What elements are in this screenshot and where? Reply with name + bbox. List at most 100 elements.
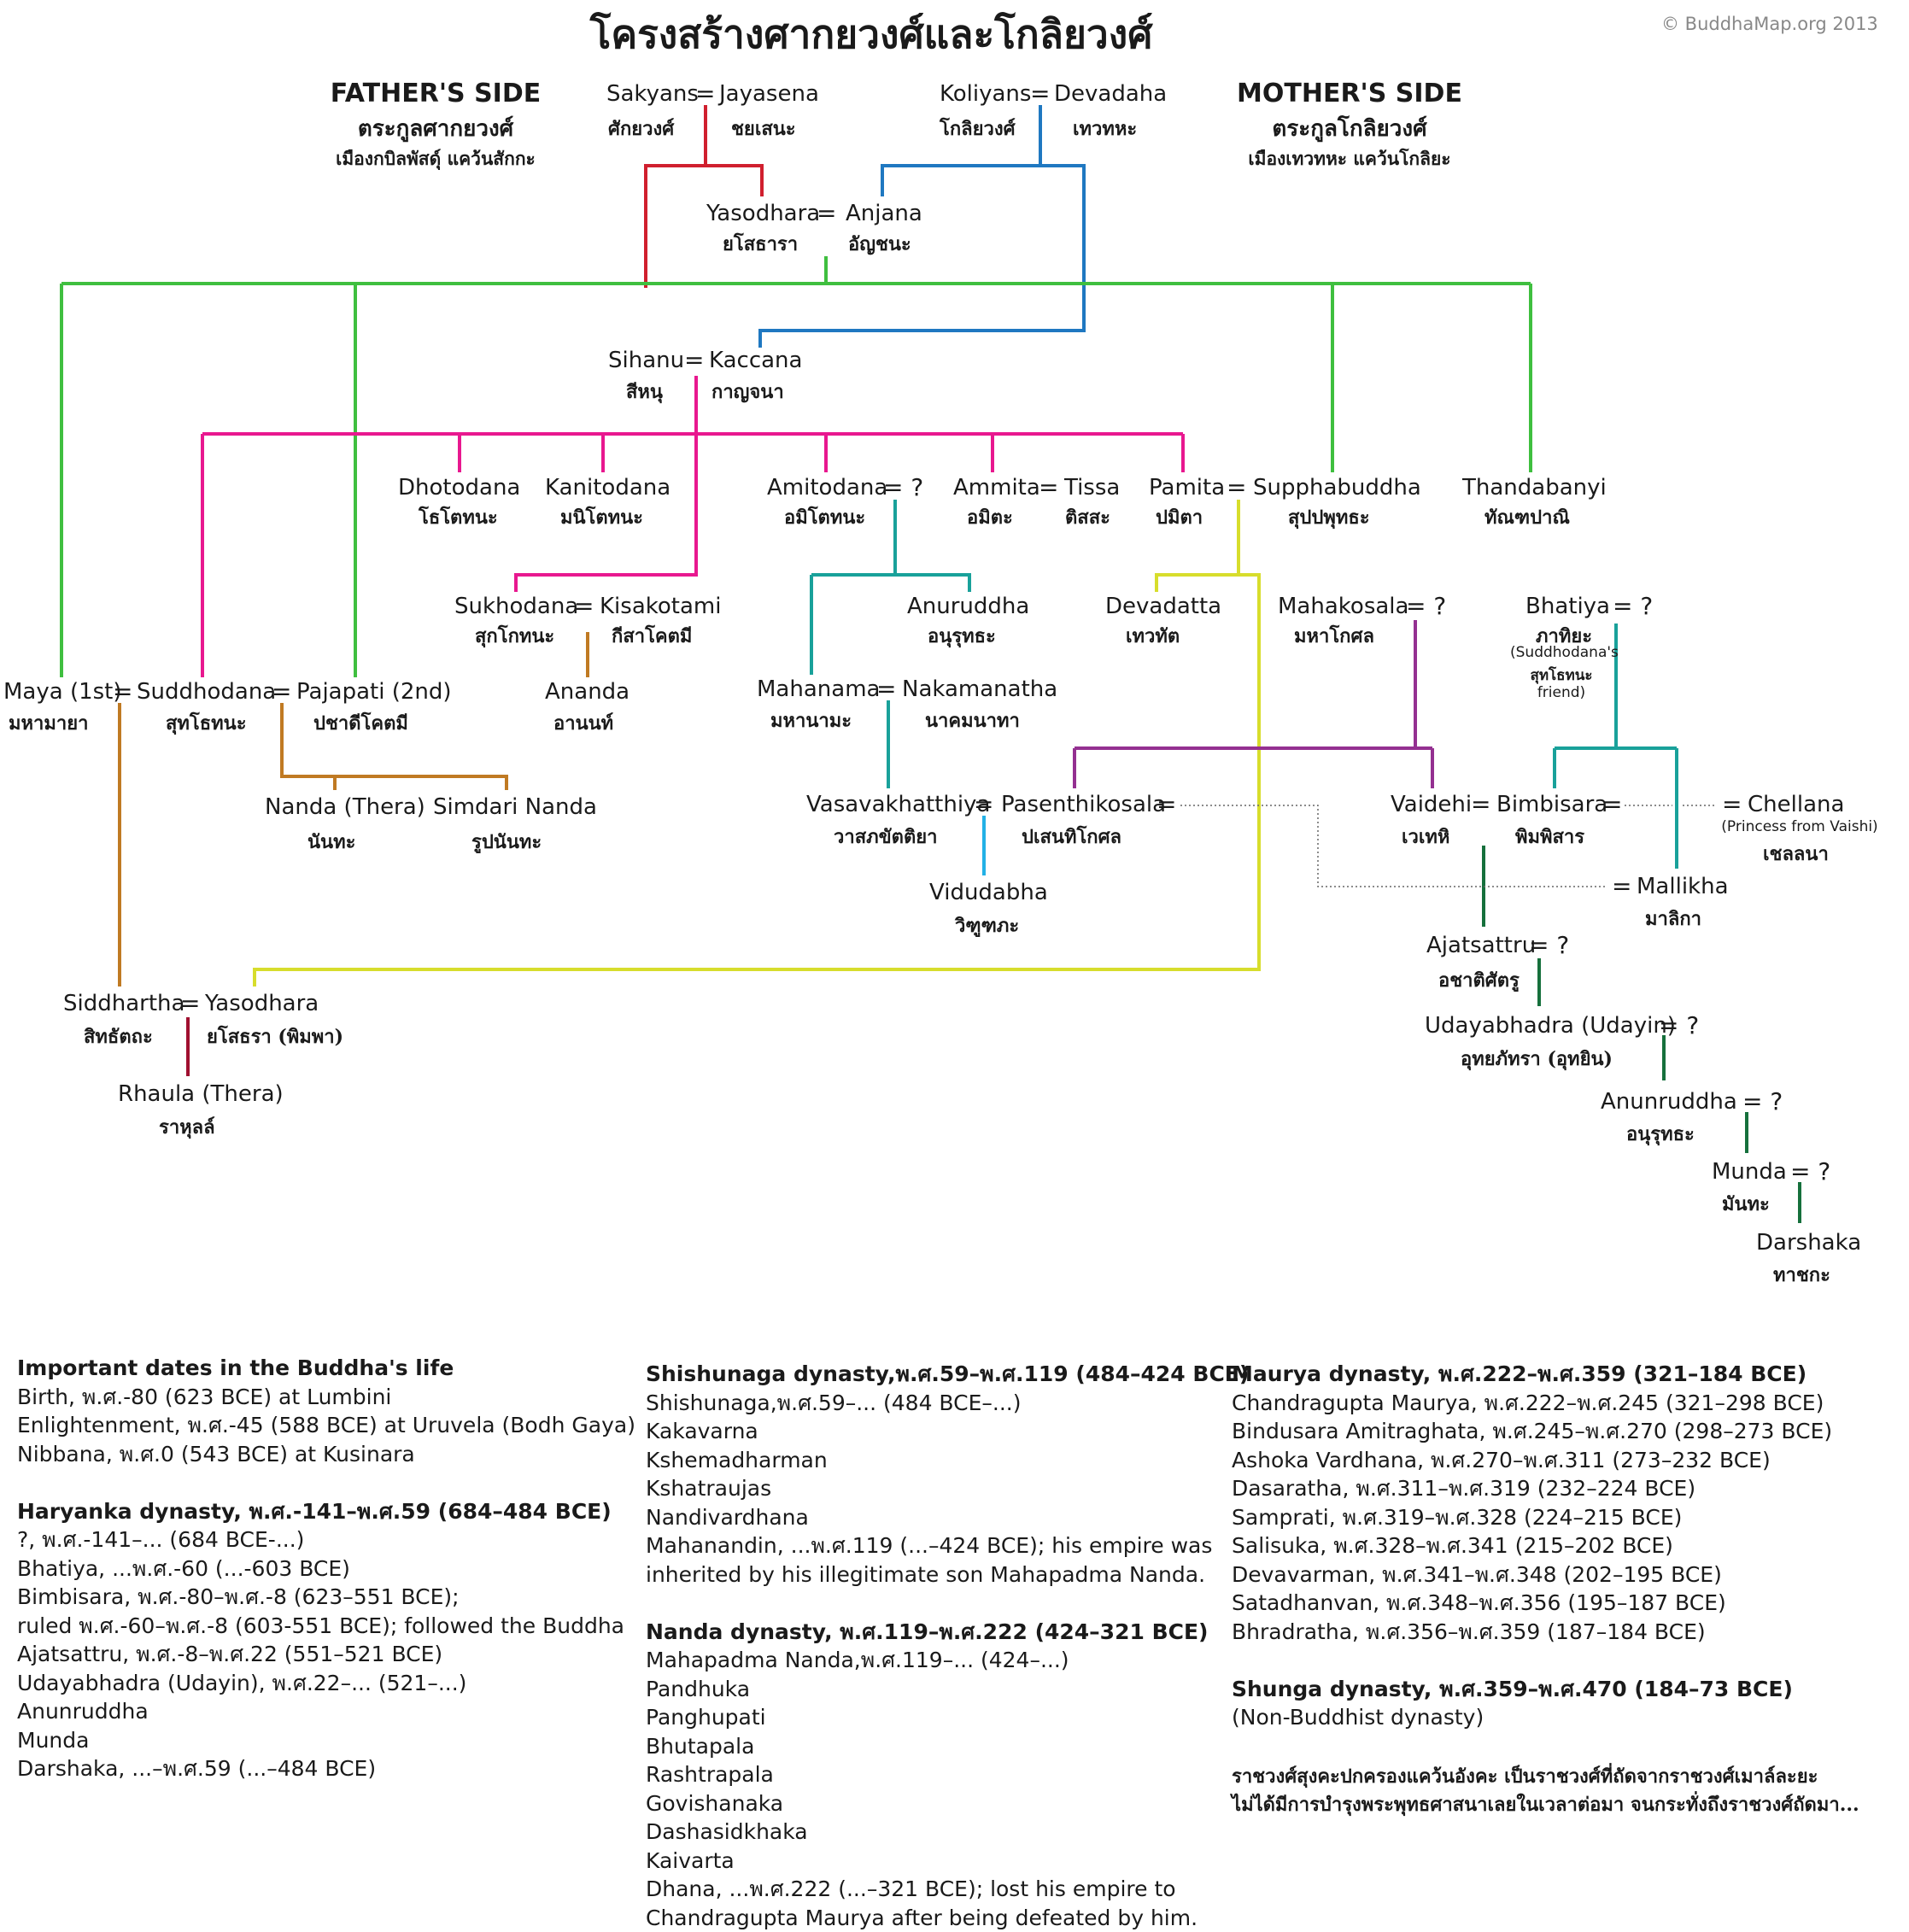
marriage-unknown: = ?	[1529, 931, 1569, 959]
person-pamita-thai: ปมิตา	[1156, 502, 1203, 532]
note-line: Kshemadharman	[646, 1446, 1249, 1475]
person-ajatsattru-thai: อชาติศัตรู	[1438, 965, 1520, 995]
person-ajatsattru: Ajatsattru	[1426, 933, 1536, 958]
note-line: Kakavarna	[646, 1417, 1249, 1446]
note-line: Nibbana, พ.ศ.0 (543 BCE) at Kusinara	[17, 1440, 635, 1469]
person-thandabanyi: Thandabanyi	[1462, 475, 1607, 501]
notes-column-2: Shishunaga dynasty,พ.ศ.59–พ.ศ.119 (484–4…	[646, 1360, 1249, 1932]
person-thandabanyi-thai: ทัณฑปาณิ	[1484, 502, 1570, 532]
person-vaidehi-thai: เวเทหิ	[1402, 822, 1449, 852]
person-udayabhadra: Udayabhadra (Udayin)	[1425, 1013, 1676, 1039]
marriage-sign: =	[1157, 790, 1176, 818]
person-udayabhadra-thai: อุทยภัทรา (อุทยิน)	[1461, 1044, 1613, 1074]
person-kisakotami: Kisakotami	[600, 594, 721, 619]
person-rhaula: Rhaula (Thera)	[118, 1081, 284, 1107]
note-line: Panghupati	[646, 1703, 1249, 1732]
person-supphabuddha: Supphabuddha	[1253, 475, 1421, 501]
note-heading: Important dates in the Buddha's life	[17, 1354, 635, 1383]
person-pasenthikosala: Pasenthikosala	[1001, 792, 1166, 817]
note-line: Enlightenment, พ.ศ.-45 (588 BCE) at Uruv…	[17, 1411, 635, 1440]
note-line: ruled พ.ศ.-60–พ.ศ.-8 (603-551 BCE); foll…	[17, 1612, 635, 1641]
person-vasavakhatthiya-thai: วาสภขัตติยา	[834, 822, 938, 852]
marriage-unknown: = ?	[1659, 1011, 1699, 1039]
note-line: Bhradratha, พ.ศ.356–พ.ศ.359 (187–184 BCE…	[1232, 1618, 1832, 1647]
person-sakyans-thai: ศักยวงศ์	[608, 114, 674, 143]
person-bimbisara-thai: พิมพิสาร	[1515, 822, 1584, 852]
person-rhaula-thai: ราหุลล์	[159, 1112, 215, 1142]
note-line: Ashoka Vardhana, พ.ศ.270–พ.ศ.311 (273–23…	[1232, 1446, 1832, 1475]
note-spacer	[17, 1468, 635, 1497]
note-line: Pandhuka	[646, 1675, 1249, 1704]
marriage-sign: =	[974, 790, 993, 818]
person-devadaha: Devadaha	[1054, 81, 1167, 107]
person-mahanama-thai: มหานามะ	[770, 705, 852, 735]
person-maya: Maya (1st)	[3, 679, 122, 705]
person-tissa: Tissa	[1064, 475, 1120, 501]
marriage-sign: =	[1612, 872, 1631, 900]
note-spacer	[1232, 1646, 1832, 1675]
person-darshaka: Darshaka	[1756, 1230, 1861, 1256]
chellana-note: (Princess from Vaishi)	[1719, 818, 1881, 835]
person-yasodhara-1-thai: ยโสธารา	[723, 229, 798, 259]
note-line: Anunruddha	[17, 1697, 635, 1726]
note-line: Chandragupta Maurya, พ.ศ.222–พ.ศ.245 (32…	[1232, 1389, 1832, 1418]
note-heading: Maurya dynasty, พ.ศ.222–พ.ศ.359 (321–184…	[1232, 1360, 1832, 1389]
person-amitodana: Amitodana	[767, 475, 887, 501]
note-line: Bhutapala	[646, 1732, 1249, 1761]
person-suddhodana: Suddhodana	[137, 679, 276, 705]
person-devadaha-thai: เทวทหะ	[1073, 114, 1137, 143]
person-maya-thai: มหามายา	[9, 708, 88, 738]
person-pasenthikosala-thai: ปเสนทิโกศล	[1022, 822, 1121, 852]
person-devadatta-thai: เทวทัต	[1126, 621, 1180, 651]
marriage-sign: =	[113, 677, 132, 705]
note-line: Govishanaka	[646, 1789, 1249, 1818]
marriage-unknown: = ?	[1742, 1087, 1783, 1115]
person-koliyans: Koliyans	[940, 81, 1031, 107]
marriage-unknown: = ?	[1406, 592, 1446, 620]
person-anunruddha: Anunruddha	[1601, 1089, 1737, 1115]
person-kaccana: Kaccana	[709, 348, 802, 373]
person-sakyans: Sakyans	[606, 81, 699, 107]
note-line: Shishunaga,พ.ศ.59–... (484 BCE–...)	[646, 1389, 1249, 1418]
person-mahanama: Mahanama	[757, 676, 880, 702]
note-line: Salisuka, พ.ศ.328–พ.ศ.341 (215–202 BCE)	[1232, 1531, 1832, 1560]
person-anuruddha: Anuruddha	[907, 594, 1029, 619]
note-line: Bhatiya, ...พ.ศ.-60 (...-603 BCE)	[17, 1554, 635, 1584]
person-kanitodana-thai: มนิโตทนะ	[560, 502, 643, 532]
note-line: Nandivardhana	[646, 1503, 1249, 1532]
note-spacer	[646, 1589, 1249, 1618]
person-anuruddha-thai: อนุรุทธะ	[928, 621, 996, 651]
person-jayasena-thai: ชยเสนะ	[731, 114, 796, 143]
bhatiya-note-1: (Suddhodana's	[1510, 644, 1613, 661]
note-line: (Non-Buddhist dynasty)	[1232, 1703, 1832, 1732]
marriage-sign: =	[1030, 79, 1050, 108]
marriage-sign: =	[684, 346, 704, 374]
note-line: Udayabhadra (Udayin), พ.ศ.22–... (521–..…	[17, 1669, 635, 1698]
person-pamita: Pamita	[1149, 475, 1225, 501]
bhatiya-note-3: friend)	[1510, 684, 1613, 701]
person-pajapati: Pajapati (2nd)	[296, 679, 452, 705]
person-kanitodana: Kanitodana	[545, 475, 670, 501]
marriage-sign: =	[1039, 473, 1058, 501]
person-koliyans-thai: โกลิยวงศ์	[940, 114, 1016, 143]
person-nakamanatha-thai: นาคมนาทา	[925, 705, 1020, 735]
person-bhatiya: Bhatiya	[1525, 594, 1610, 619]
note-line: Devavarman, พ.ศ.341–พ.ศ.348 (202–195 BCE…	[1232, 1560, 1832, 1590]
person-mahakosala: Mahakosala	[1278, 594, 1408, 619]
note-line: ?, พ.ศ.-141–... (684 BCE-...)	[17, 1525, 635, 1554]
note-line: Munda	[17, 1726, 635, 1755]
note-line: Kshatraujas	[646, 1474, 1249, 1503]
person-pajapati-thai: ปชาดีโคตมี	[313, 708, 408, 738]
person-ammita: Ammita	[953, 475, 1040, 501]
person-vaidehi: Vaidehi	[1391, 792, 1472, 817]
note-heading: Haryanka dynasty, พ.ศ.-141–พ.ศ.59 (684–4…	[17, 1497, 635, 1526]
person-bimbisara: Bimbisara	[1496, 792, 1607, 817]
person-amitodana-thai: อมิโตทนะ	[784, 502, 865, 532]
person-vidudabha-thai: วิฑูฑภะ	[955, 910, 1019, 940]
note-line: Ajatsattru, พ.ศ.-8–พ.ศ.22 (551–521 BCE)	[17, 1640, 635, 1669]
note-heading: Nanda dynasty, พ.ศ.119–พ.ศ.222 (424–321 …	[646, 1618, 1249, 1647]
note-line: Samprati, พ.ศ.319–พ.ศ.328 (224–215 BCE)	[1232, 1503, 1832, 1532]
person-nanda: Nanda (Thera)	[265, 794, 425, 820]
person-mallikha-thai: มาลิกา	[1645, 904, 1701, 934]
